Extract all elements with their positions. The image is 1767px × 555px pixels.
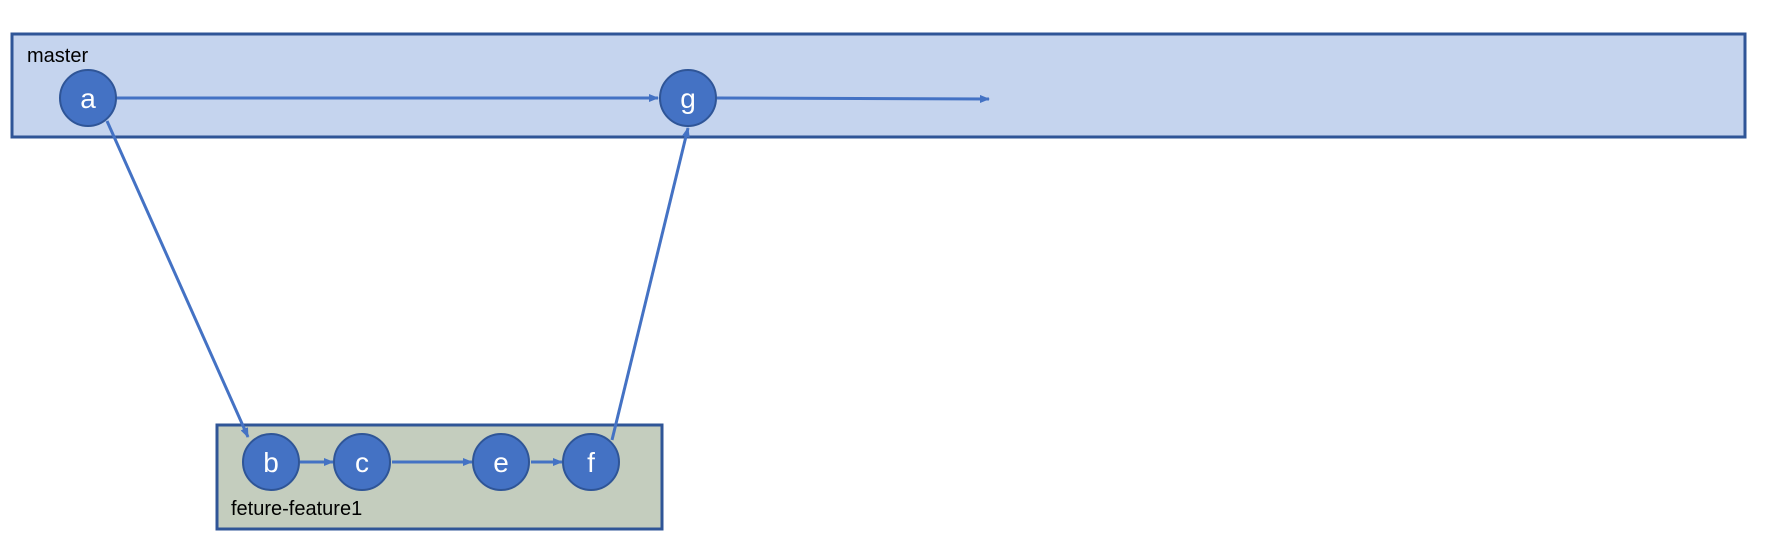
commit-node (242, 433, 300, 491)
commit-label: f (587, 447, 595, 478)
commit-f: f (562, 433, 620, 491)
commit-label: g (680, 83, 696, 114)
commit-label: a (80, 83, 96, 114)
commit-c: c (333, 433, 391, 491)
commit-node (562, 433, 620, 491)
edge-f-to-g (610, 127, 690, 441)
master-branch-label: master (27, 45, 88, 67)
commit-node (659, 69, 717, 127)
edge-a-to-b (105, 120, 250, 438)
commit-g: g (659, 69, 717, 127)
commit-e: e (472, 433, 530, 491)
commit-label: b (263, 447, 279, 478)
edges (105, 94, 990, 466)
commit-label: c (355, 447, 369, 478)
edge-g-to-continuation (716, 94, 990, 103)
commit-label: e (493, 447, 509, 478)
feature-branch-label: feture-feature1 (231, 498, 362, 520)
commit-node (59, 69, 117, 127)
commit-b: b (242, 433, 300, 491)
master-branch-box (10, 32, 1747, 139)
commit-node (472, 433, 530, 491)
commit-a: a (59, 69, 117, 127)
commit-node (333, 433, 391, 491)
